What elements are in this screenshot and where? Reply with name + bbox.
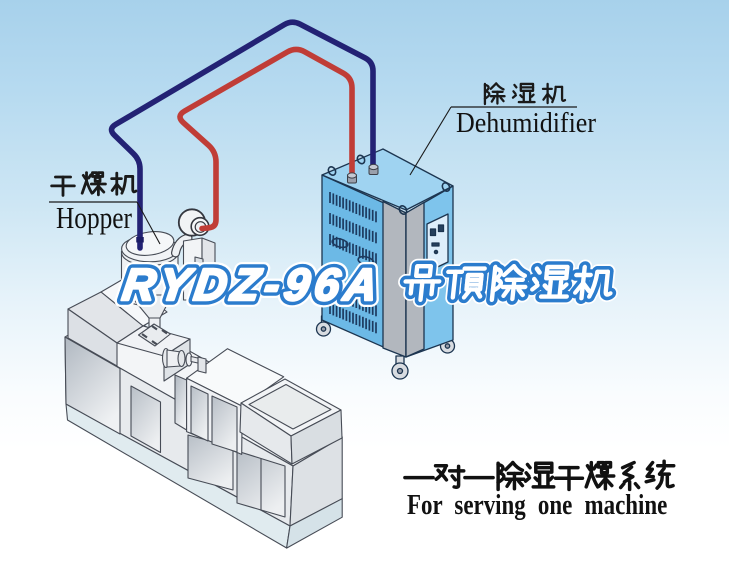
svg-text:RYDZ-96A: RYDZ-96A xyxy=(119,259,385,310)
svg-text:RYDZ-96A: RYDZ-96A xyxy=(119,259,385,310)
svg-text:For serving one machine: For serving one machine xyxy=(407,489,667,521)
svg-text:Dehumidifier: Dehumidifier xyxy=(456,108,597,139)
svg-text:Hopper: Hopper xyxy=(56,200,133,235)
svg-text:RYDZ-96A: RYDZ-96A xyxy=(119,259,385,310)
